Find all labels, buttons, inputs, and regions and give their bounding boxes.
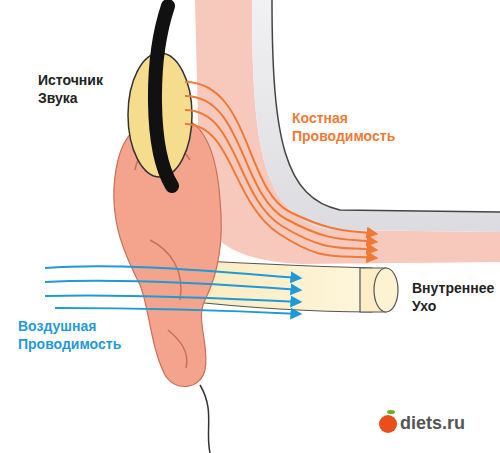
headphone-band bbox=[155, 6, 172, 186]
head-skin bbox=[195, 0, 500, 264]
air-conduction-arrows bbox=[45, 266, 300, 314]
wire bbox=[200, 385, 210, 453]
apple-icon bbox=[379, 415, 397, 433]
apple-leaf bbox=[387, 410, 395, 414]
bone-outline bbox=[272, 0, 500, 212]
part-label: Воздушная Проводимость bbox=[18, 318, 130, 353]
skull-bone bbox=[252, 0, 500, 232]
part-label: Источник Звука bbox=[38, 72, 118, 107]
part-label: Внутреннее Ухо bbox=[412, 280, 496, 315]
inner-ear-end bbox=[374, 268, 398, 312]
part-label: Костная Проводимость bbox=[292, 110, 404, 145]
watermark: diets.ru bbox=[400, 412, 495, 435]
bone-conduction-arrows bbox=[185, 82, 376, 258]
